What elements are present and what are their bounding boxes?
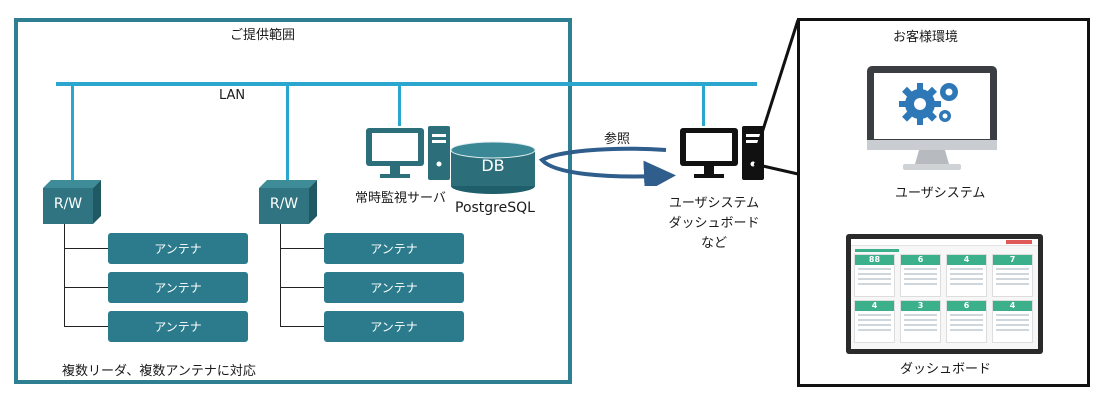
dashboard-card: 7 xyxy=(992,254,1033,297)
dashboard-card-count: 6 xyxy=(947,301,986,311)
server-label: 常時監視サーバ xyxy=(355,191,446,206)
multi-reader-footnote: 複数リーダ、複数アンテナに対応 xyxy=(62,364,256,379)
database-cylinder-icon xyxy=(450,141,536,194)
lan-label: LAN xyxy=(219,88,246,103)
reader-2-tree-trunk xyxy=(280,224,281,327)
dashboard-card: 4 xyxy=(854,300,895,343)
dashboard-card-count: 88 xyxy=(855,255,894,265)
postgresql-label: PostgreSQL xyxy=(455,200,535,216)
dashboard-card: 3 xyxy=(900,300,941,343)
client-dashboard-label: ダッシュボード xyxy=(900,362,992,377)
dashboard-card-count: 7 xyxy=(993,255,1032,265)
reference-label: 参照 xyxy=(604,132,631,147)
reader-2-box xyxy=(259,180,317,224)
dashboard-card-count: 4 xyxy=(993,301,1032,311)
dashboard-card: 6 xyxy=(900,254,941,297)
client-connector-lines xyxy=(752,19,800,176)
reader-2-label: R/W xyxy=(269,196,299,212)
provided-scope-box xyxy=(14,18,572,384)
server-computer-icon xyxy=(366,126,450,180)
dashboard-card: 4 xyxy=(992,300,1033,343)
dashboard-card: 4 xyxy=(946,254,987,297)
monitor-gears-icon xyxy=(867,66,997,170)
lan-drop-user-system xyxy=(702,84,705,126)
user-system-node-label: ユーザシステム ダッシュボード など xyxy=(664,194,764,254)
antenna-node: アンテナ xyxy=(108,233,248,264)
reader-1-tree-trunk xyxy=(64,224,65,327)
reader-1-label: R/W xyxy=(53,196,83,212)
dashboard-card-count: 6 xyxy=(901,255,940,265)
reader-1-tree-branch xyxy=(64,287,108,288)
antenna-node: アンテナ xyxy=(108,272,248,303)
dashboard-screen: 88 6 4 7 4 3 6 4 xyxy=(851,239,1038,349)
dashboard-card: 6 xyxy=(946,300,987,343)
reference-arrow xyxy=(538,146,676,186)
antenna-node: アンテナ xyxy=(324,311,464,342)
antenna-node: アンテナ xyxy=(324,272,464,303)
reader-1-tree-branch xyxy=(64,248,108,249)
etc-line: など xyxy=(700,236,727,251)
lan-drop-reader-1 xyxy=(71,84,74,184)
antenna-node: アンテナ xyxy=(108,311,248,342)
dashboard-header-bar xyxy=(851,239,1038,246)
dashboard-card-count: 3 xyxy=(901,301,940,311)
client-user-system-label: ユーザシステム xyxy=(895,186,986,201)
dashboard-card: 88 xyxy=(854,254,895,297)
reader-2-tree-branch xyxy=(280,248,324,249)
db-label: DB xyxy=(481,156,505,175)
reader-2-tree-branch xyxy=(280,326,324,327)
lan-drop-server xyxy=(398,84,401,126)
antenna-node: アンテナ xyxy=(324,233,464,264)
lan-drop-reader-2 xyxy=(286,84,289,184)
user-system-line: ユーザシステム xyxy=(668,196,760,211)
reader-2-tree-branch xyxy=(280,287,324,288)
reader-1-tree-branch xyxy=(64,326,108,327)
user-system-computer-icon xyxy=(680,126,764,180)
provided-scope-title: ご提供範囲 xyxy=(230,28,296,43)
dashboard-alert-button xyxy=(1006,240,1032,244)
dashboard-card-count: 4 xyxy=(855,301,894,311)
dashboard-card-count: 4 xyxy=(947,255,986,265)
dashboard-filter-chip xyxy=(855,249,899,252)
dashboard-line: ダッシュボード xyxy=(668,216,760,231)
lan-bus-line xyxy=(56,82,757,86)
client-env-title: お客様環境 xyxy=(893,30,959,45)
dashboard-screenshot: 88 6 4 7 4 3 6 4 xyxy=(846,234,1043,354)
reader-1-box xyxy=(43,180,101,224)
